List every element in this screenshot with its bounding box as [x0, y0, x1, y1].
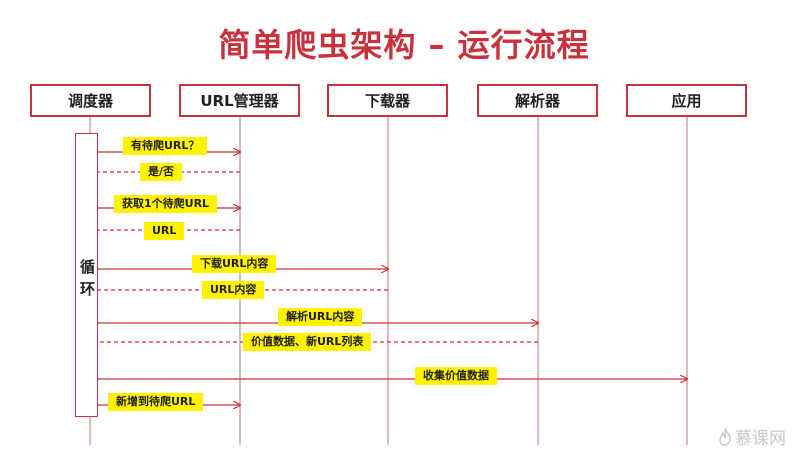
loop-box: [75, 133, 98, 417]
message-label-2: 获取1个待爬URL: [114, 195, 218, 213]
message-label-1: 是/否: [140, 163, 183, 181]
participant-downloader: 下载器: [327, 84, 448, 117]
participant-scheduler: 调度器: [30, 84, 151, 117]
brand-text: 慕课网: [735, 429, 786, 449]
message-label-6: 解析URL内容: [278, 308, 363, 326]
page-title: 简单爬虫架构 – 运行流程: [218, 26, 590, 64]
participant-url-manager: URL管理器: [179, 84, 300, 117]
flame-icon: [719, 428, 731, 446]
message-label-9: 新增到待爬URL: [108, 393, 204, 411]
message-label-4: 下载URL内容: [192, 255, 277, 273]
participant-application: 应用: [626, 84, 747, 117]
message-label-8: 收集价值数据: [415, 367, 497, 385]
loop-label: 循环: [80, 258, 96, 298]
message-label-7: 价值数据、新URL列表: [243, 333, 372, 351]
message-label-0: 有待爬URL？: [123, 137, 208, 155]
participant-parser: 解析器: [477, 84, 598, 117]
message-label-5: URL内容: [202, 281, 265, 299]
brand-watermark: 慕课网: [718, 424, 786, 449]
message-label-3: URL: [144, 222, 185, 240]
